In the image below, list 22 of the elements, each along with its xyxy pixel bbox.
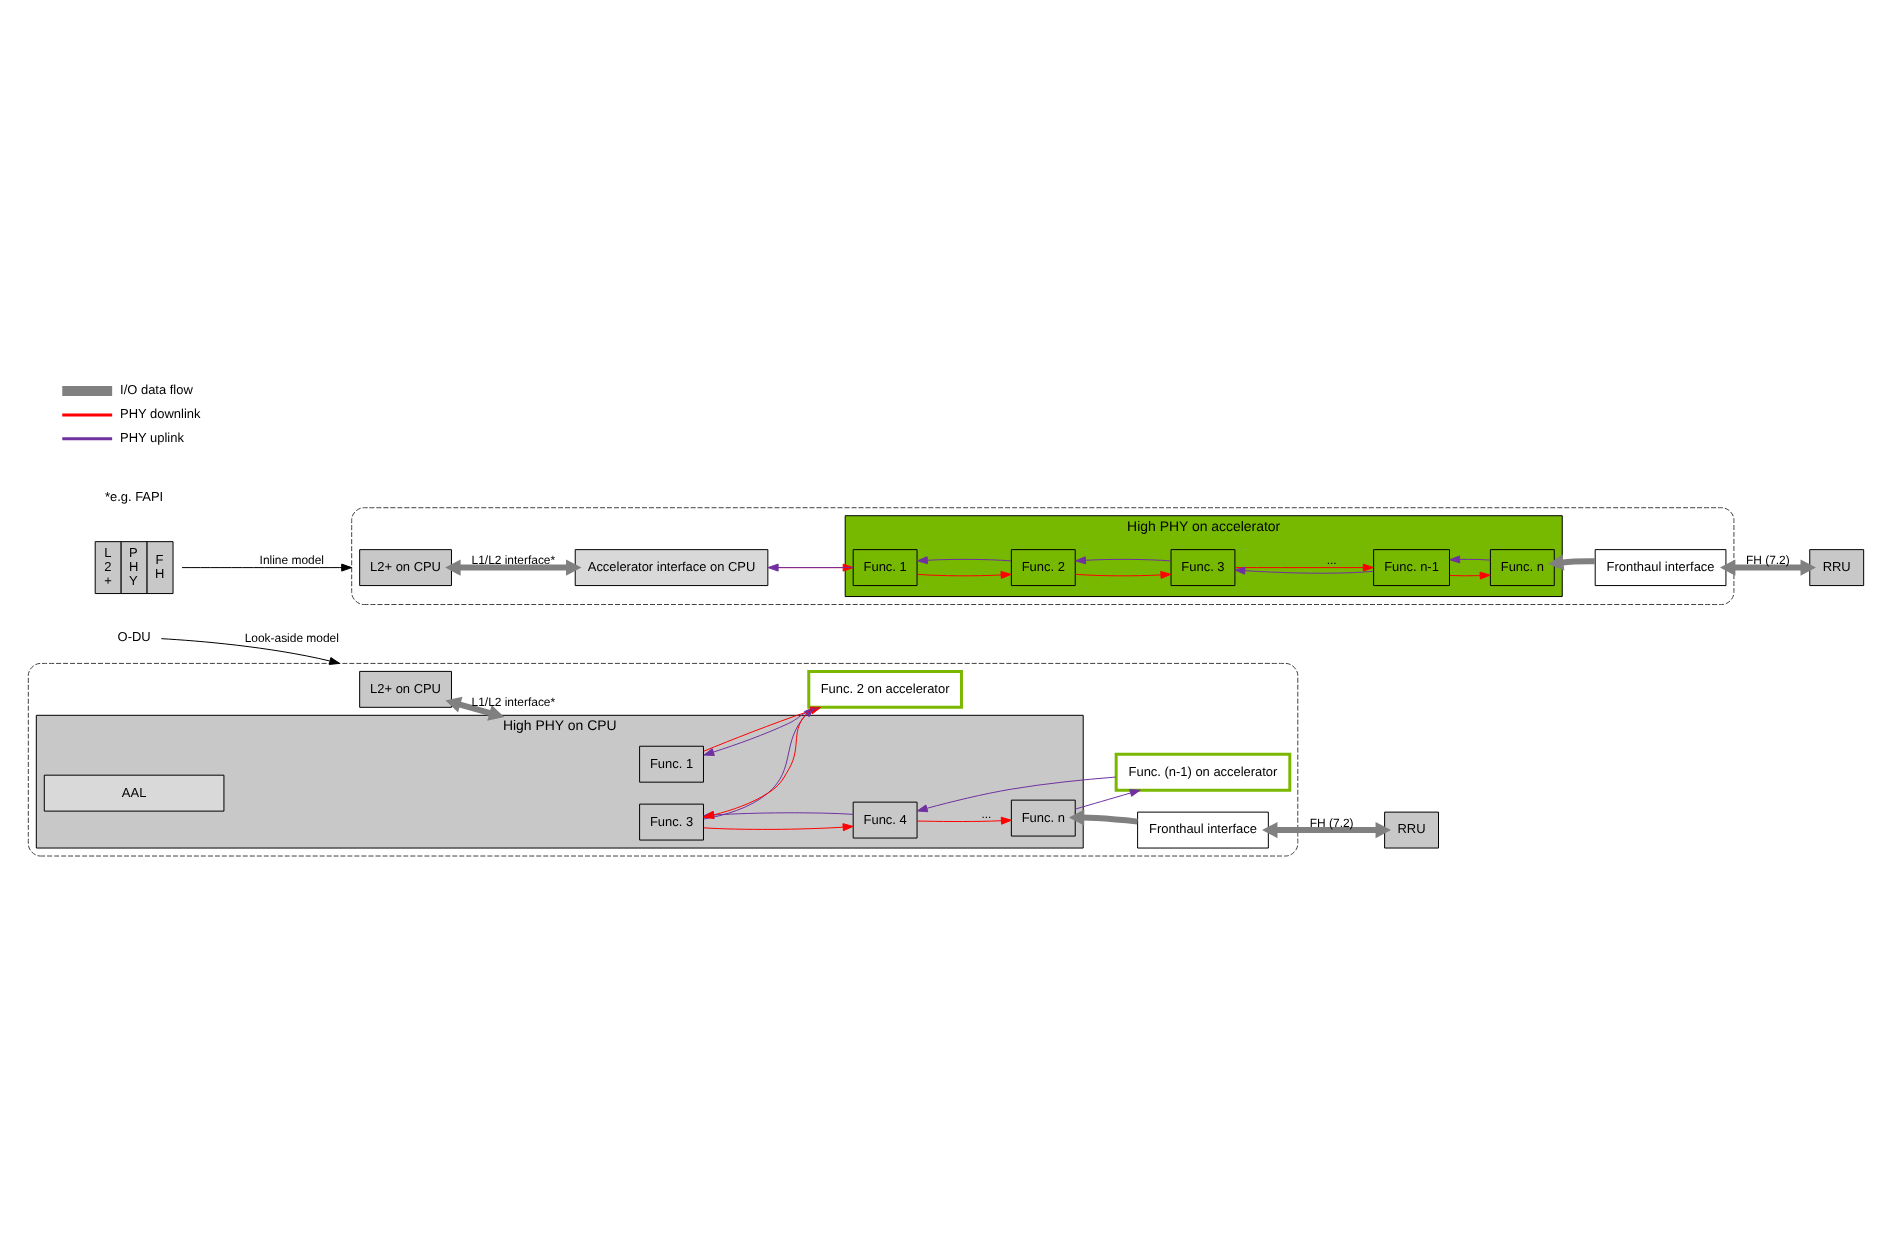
arrow — [916, 555, 1012, 564]
arrow — [1719, 558, 1816, 575]
arrow — [1074, 788, 1141, 809]
arrow — [445, 695, 505, 720]
arrow — [1234, 565, 1375, 574]
arrow — [181, 562, 353, 571]
arrow — [916, 815, 1012, 824]
arrow — [445, 558, 582, 575]
arrow — [1068, 808, 1138, 825]
arrow — [916, 569, 1012, 578]
arrow — [1262, 820, 1391, 838]
arrow — [160, 637, 341, 664]
arrow — [703, 810, 854, 818]
arrow — [1074, 569, 1172, 578]
cluster — [27, 661, 1299, 856]
arrow — [916, 775, 1117, 812]
arrow — [1234, 562, 1374, 571]
arrow — [1449, 554, 1491, 563]
arrow — [1449, 570, 1491, 579]
arrow — [703, 822, 854, 831]
arrow — [1548, 553, 1595, 570]
arrow — [1074, 555, 1172, 564]
